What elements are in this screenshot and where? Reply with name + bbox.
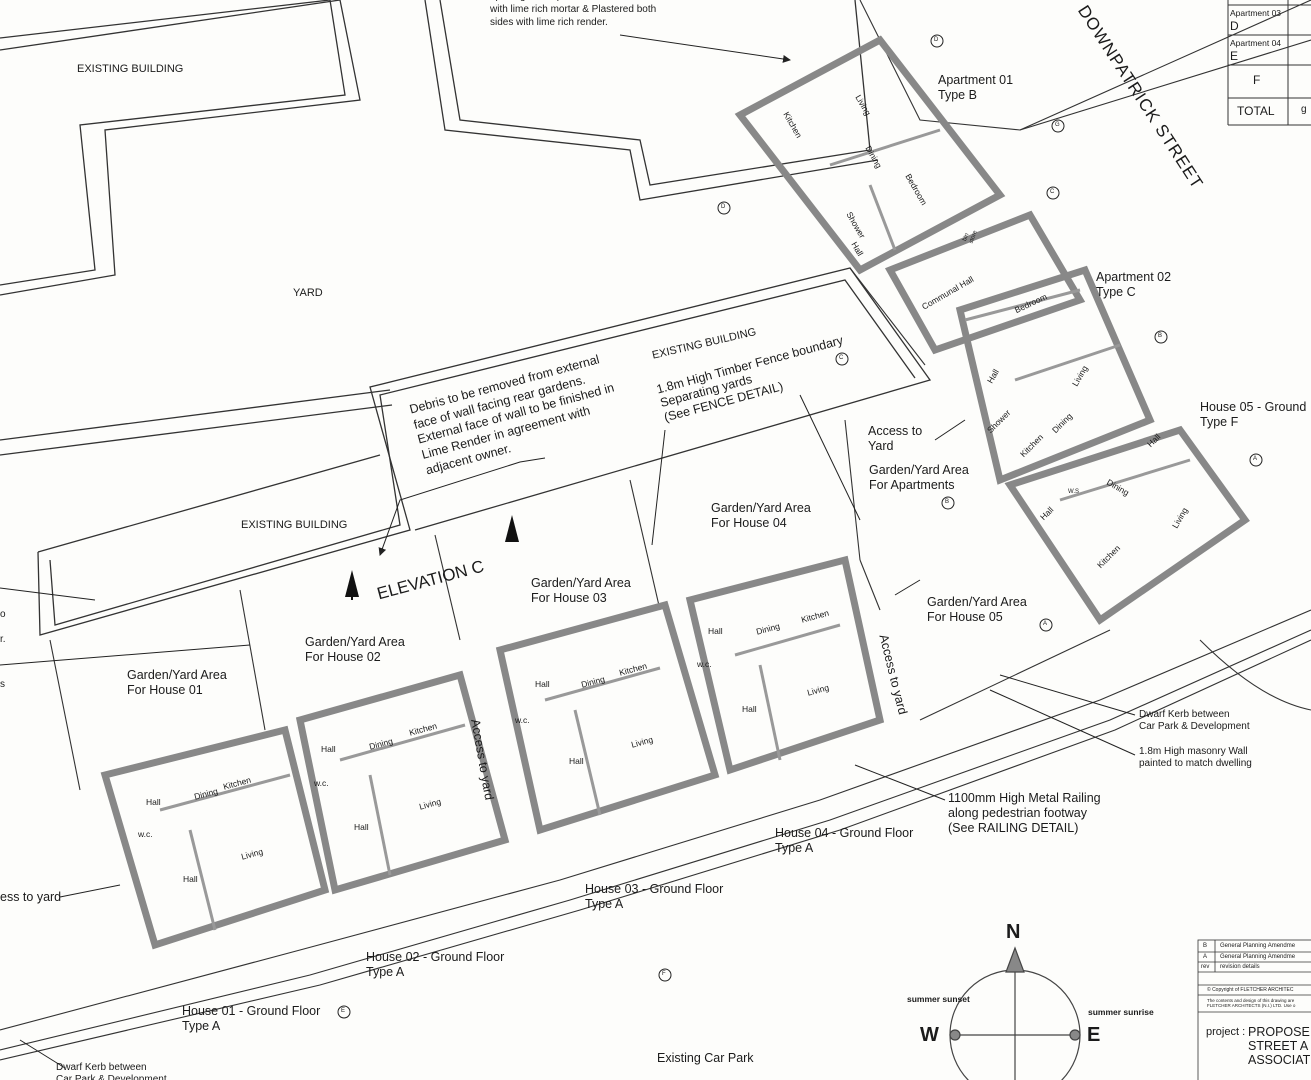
house-03-hall-lower-label: Hall: [569, 756, 584, 766]
house-02-hall-label: Hall: [321, 744, 336, 754]
stone-opening-note: opening built Up in random stonework wit…: [490, 0, 658, 28]
section-marker-f: F: [662, 971, 666, 977]
dwarf-kerb-right-note: Dwarf Kerb between Car Park & Developmen…: [1139, 709, 1250, 732]
existing-building-middle-outline: [0, 267, 932, 636]
existing-building-top-label: EXISTING BUILDING: [77, 63, 184, 75]
summer-sunset-label: summer sunset: [907, 994, 970, 1004]
existing-building-top-outline: [0, 0, 879, 296]
apartment-02-label: Apartment 02 Type C: [1096, 270, 1172, 299]
house-02-label: House 02 - Ground Floor Type A: [366, 950, 505, 979]
revision-b-text: General Planning Amendme: [1220, 943, 1296, 949]
metal-railing-note: 1100mm High Metal Railing along pedestri…: [948, 791, 1101, 835]
copyright-text: © Copyright of FLETCHER ARCHITEC: [1207, 987, 1294, 993]
section-marker-d-top: D: [934, 37, 939, 43]
section-marker-a: A: [1043, 621, 1048, 627]
garden-house-03-label: Garden/Yard Area For House 03: [531, 576, 631, 605]
house-04-label: House 04 - Ground Floor Type A: [775, 826, 914, 855]
compass-east-label: E: [1087, 1024, 1101, 1046]
house-01-hall-lower-label: Hall: [183, 874, 198, 884]
section-marker-b-right: B: [1158, 333, 1163, 339]
compass-west-label: W: [920, 1024, 939, 1046]
annotation-leaders: [0, 34, 1136, 1069]
garden-partitions: [49, 267, 1111, 791]
section-marker-c: C: [839, 355, 844, 361]
section-marker-c-right: C: [1050, 189, 1055, 195]
project-name: PROPOSE STREET A ASSOCIAT: [1248, 1025, 1311, 1067]
revision-a-code: A: [1203, 954, 1208, 960]
schedule-row-total-value: g: [1301, 104, 1307, 115]
house-04-hall-label: Hall: [708, 626, 723, 636]
section-marker-circles: [337, 34, 1263, 1019]
garden-apartments-label: Garden/Yard Area For Apartments: [869, 463, 969, 492]
revision-header-code: rev: [1201, 964, 1210, 970]
access-yard-left-label: ess to yard: [0, 890, 62, 904]
garden-house-04-label: Garden/Yard Area For House 04: [711, 501, 811, 530]
house-02-hall-lower-label: Hall: [354, 822, 369, 832]
schedule-row-apt04-label: Apartment 04: [1230, 38, 1282, 48]
schedule-table-lines: [1227, 0, 1311, 126]
house-01-label: House 01 - Ground Floor Type A: [182, 1004, 321, 1033]
left-stub-text-3: s: [0, 679, 5, 690]
section-marker-b: B: [945, 499, 950, 505]
existing-car-park-label: Existing Car Park: [657, 1051, 754, 1065]
interior-partitions: [159, 128, 1191, 931]
house-05-label: House 05 - Ground Type F: [1200, 400, 1307, 429]
house-04-wc-label: w.c.: [697, 659, 712, 669]
schedule-row-apt03-value: D: [1230, 19, 1239, 33]
revision-a-text: General Planning Amendme: [1220, 954, 1296, 960]
compass-north-label: N: [1006, 921, 1021, 943]
access-yard-apartments-label: Access to Yard: [868, 424, 923, 453]
house-02-wc-label: w.c.: [314, 778, 329, 788]
schedule-row-f-value: F: [1253, 73, 1261, 87]
garden-house-05-label: Garden/Yard Area For House 05: [927, 595, 1027, 624]
house-04-hall-lower-label: Hall: [742, 704, 757, 714]
left-stub-text-1: o: [0, 609, 6, 620]
apartment-block-walls: [734, 35, 1250, 625]
house-05-ws-label: W.S: [1068, 489, 1080, 495]
garden-house-01-label: Garden/Yard Area For House 01: [127, 668, 227, 697]
elevation-c-arrows: [345, 515, 519, 600]
section-marker-d: D: [721, 204, 726, 210]
house-02-walls: [295, 670, 510, 895]
house-03-wc-label: w.c.: [515, 715, 530, 725]
house-03-hall-label: Hall: [535, 679, 550, 689]
yard-label: YARD: [293, 287, 323, 299]
garden-house-02-label: Garden/Yard Area For House 02: [305, 635, 405, 664]
house-03-label: House 03 - Ground Floor Type A: [585, 882, 724, 911]
compass-rose: [949, 946, 1081, 1080]
schedule-row-apt03-label: Apartment 03: [1230, 8, 1282, 18]
section-marker-g: G: [1055, 122, 1060, 128]
schedule-row-apt04-value: E: [1230, 49, 1239, 63]
masonry-wall-note: 1.8m High masonry Wall painted to match …: [1139, 746, 1252, 769]
apartment-01-label: Apartment 01 Type B: [938, 73, 1014, 102]
house-01-hall-label: Hall: [146, 797, 161, 807]
revision-block-lines: [1197, 939, 1311, 1080]
revision-b-code: B: [1203, 943, 1208, 949]
summer-sunrise-label: summer sunrise: [1088, 1007, 1154, 1017]
house-04-walls: [685, 555, 885, 775]
disclaimer-text: The contents and design of this drawing …: [1207, 998, 1296, 1009]
revision-header-text: revision details: [1220, 964, 1260, 970]
dwarf-kerb-left-note: Dwarf Kerb between Car Park & Developmen…: [56, 1062, 167, 1080]
house-03-walls: [495, 600, 720, 835]
house-01-wc-label: w.c.: [138, 829, 153, 839]
section-marker-e: E: [341, 1008, 346, 1014]
section-marker-a-right: A: [1253, 456, 1258, 462]
left-stub-text-2: r.: [0, 634, 6, 645]
house-01-walls: [100, 725, 330, 950]
project-label: project :: [1206, 1026, 1246, 1038]
schedule-row-total-label: TOTAL: [1237, 104, 1275, 118]
existing-building-left-label: EXISTING BUILDING: [241, 519, 348, 531]
